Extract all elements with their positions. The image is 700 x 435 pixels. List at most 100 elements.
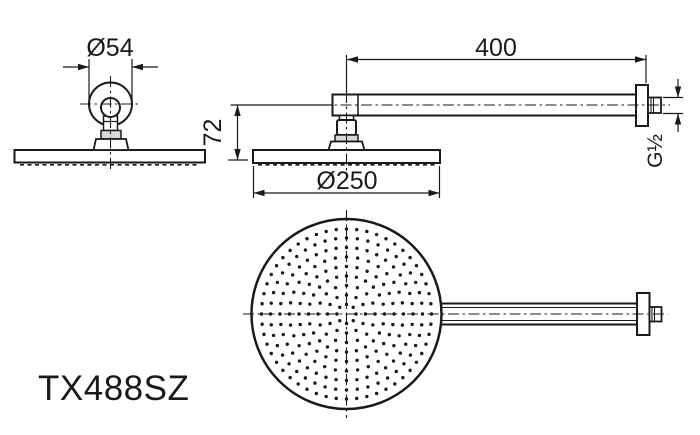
nozzle-dot [355,396,359,401]
nozzle-dot [298,301,302,306]
nozzle-dot [338,319,342,323]
nozzle-dot [338,305,342,309]
nozzle-dot [354,349,359,353]
nozzle-dot [334,396,338,401]
arrowhead [674,113,682,125]
nozzle-dot [305,387,309,391]
nozzle-dot [302,291,306,296]
nozzle-dot [408,353,413,357]
nozzle-dot [376,264,380,269]
nozzle-dot [318,301,322,305]
nozzle-dot [295,254,299,259]
nozzle-dot [354,275,359,279]
nozzle-dot [401,375,405,380]
nozzle-dot [314,371,319,375]
nozzle-dot [355,338,360,343]
nozzle-dot [344,283,349,288]
nozzle-dot [311,293,316,297]
arrowhead [234,105,241,116]
nozzle-dot [315,349,319,353]
nozzle-dot [262,332,266,337]
nozzle-dot [387,291,391,296]
nozzle-dot [355,237,360,241]
nozzle-dot [279,301,283,306]
nozzle-dot [291,351,295,355]
nozzle-dot [387,332,391,337]
nozzle-dot [355,387,360,391]
nozzle-dot [313,264,317,269]
nozzle-dot [271,333,276,338]
nozzle-dot [288,301,293,305]
nozzle-dot [334,227,338,232]
nozzle-dot [385,248,390,252]
nozzle-dot [288,248,292,253]
nozzle-dot [295,369,299,374]
nozzle-dot [315,275,319,279]
nozzle-dot [393,382,397,386]
nozzle-dot [391,359,396,363]
nozzle-dot [334,358,338,363]
nozzle-dot [391,301,395,306]
nozzle-dot [269,272,273,277]
nozzle-dot [384,237,388,241]
nozzle-dot [402,262,406,266]
dim-label-head-diameter: Ø250 [316,167,377,195]
nozzle-dot [398,273,402,277]
nozzle-dot [274,264,279,268]
nozzle-dot [384,387,388,391]
nozzle-dot [408,368,412,373]
nozzle-dot [410,301,414,306]
nozzle-dot [271,290,276,295]
nozzle-dot [318,323,322,327]
top-view [243,210,668,418]
nozzle-dot [371,285,376,289]
nozzle-dot [391,322,395,327]
nozzle-dot [269,323,273,327]
nozzle-dot [385,376,390,380]
nozzle-dot [333,285,338,290]
nozzle-dot [374,253,379,257]
nozzle-dot [296,382,300,386]
nozzle-dot [279,322,283,327]
nozzle-dot [383,366,388,370]
nozzle-dot [381,322,385,326]
nozzle-dot [335,312,339,316]
nozzle-dot [324,375,328,379]
nozzle-dot [371,339,376,343]
dim-arm-length: 400 [347,34,647,83]
nozzle-dot [365,269,369,273]
nozzle-dot [265,282,269,286]
nozzle-dot [351,319,355,323]
nozzle-dot [374,391,379,396]
nozzle-dot [302,332,306,337]
nozzle-dot [334,246,338,251]
nozzle-dot [292,334,296,338]
arrowhead [674,86,682,98]
nozzle-dot [365,394,369,399]
nozzle-dot [354,328,358,333]
nozzle-dot [344,227,349,231]
nozzle-dot [355,256,360,260]
nozzle-dot [420,323,424,327]
nozzle-dot [366,239,370,243]
nozzle-dot [377,331,382,335]
nozzle-dot [361,321,365,326]
nozzle-dot [288,375,292,380]
nozzle-dot [334,377,338,382]
nozzle-dot [355,368,360,372]
nozzle-dot [366,385,370,389]
nozzle-dot [269,351,273,356]
nozzle-dot [324,394,328,399]
nozzle-dot [393,242,397,246]
nozzle-dot [287,262,291,266]
dim-thread-size: G½ [644,79,683,168]
nozzle-dot [323,385,327,389]
nozzle-dot [281,332,285,337]
model-number-label: TX488SZ [38,369,189,408]
nozzle-dot [316,312,320,316]
arrowhead [428,189,440,197]
nozzle-dot [260,302,264,306]
nozzle-dot [297,343,301,348]
nozzle-dot [305,258,310,262]
